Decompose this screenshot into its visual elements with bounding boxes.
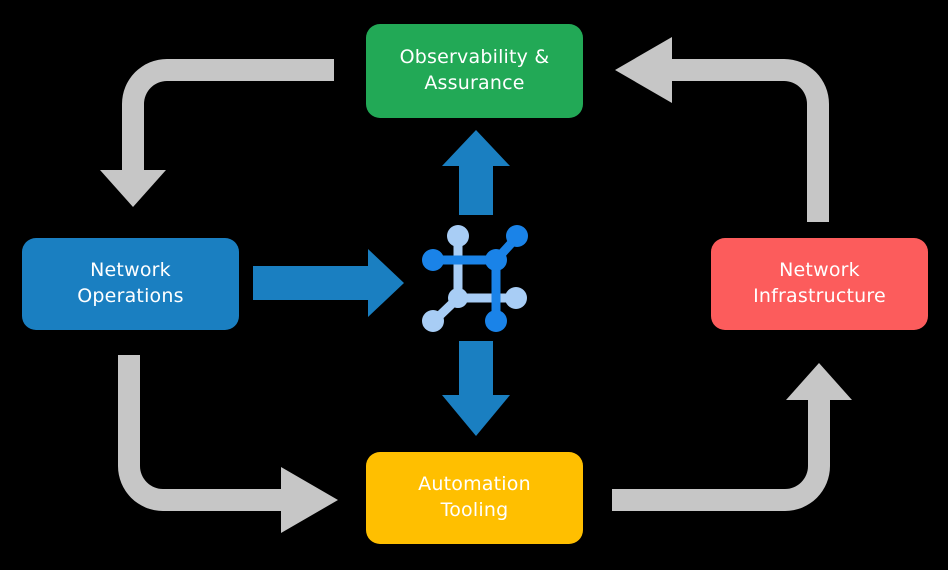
topology-nodes-primary bbox=[422, 225, 528, 332]
blue-arrow-operations-to-center bbox=[253, 249, 404, 317]
node-box-network-operations[interactable]: Network Operations bbox=[22, 238, 239, 330]
node-box-observability[interactable]: Observability & Assurance bbox=[366, 24, 583, 118]
grey-arrow-observability-to-operations bbox=[100, 59, 334, 207]
grey-arrow-operations-to-automation bbox=[118, 355, 338, 533]
blue-arrow-center-to-observability bbox=[442, 130, 510, 215]
network-topology-icon bbox=[422, 225, 528, 332]
blue-arrow-center-to-automation bbox=[442, 341, 510, 436]
grey-arrow-infrastructure-to-observability bbox=[615, 37, 829, 222]
node-label-automation-tooling: Automation Tooling bbox=[418, 473, 531, 521]
node-label-observability: Observability & Assurance bbox=[399, 46, 550, 94]
node-box-network-infrastructure[interactable]: Network Infrastructure bbox=[711, 238, 928, 330]
node-label-network-infrastructure: Network Infrastructure bbox=[753, 259, 886, 307]
grey-arrow-automation-to-infrastructure bbox=[612, 363, 852, 511]
node-label-network-operations: Network Operations bbox=[77, 259, 184, 307]
topology-nodes-secondary bbox=[422, 225, 527, 332]
node-box-automation-tooling[interactable]: Automation Tooling bbox=[366, 452, 583, 544]
